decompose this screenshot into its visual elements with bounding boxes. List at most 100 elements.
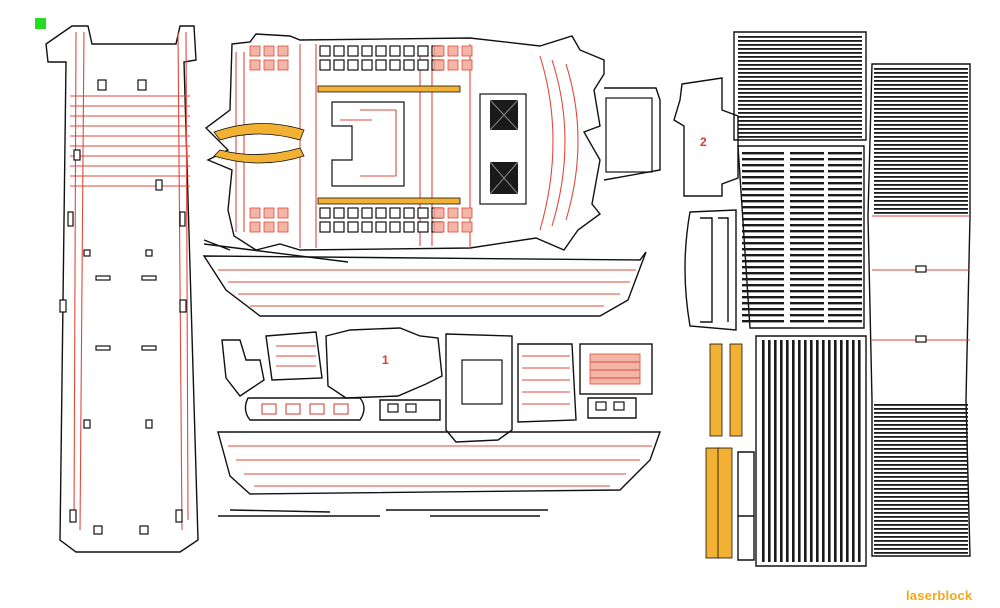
plank-slat (874, 468, 968, 470)
plank-slat (828, 296, 862, 299)
plank-slat (828, 224, 862, 227)
deck-window (389, 59, 401, 71)
plank-slat (828, 302, 862, 305)
plank-slat (822, 340, 825, 562)
deck-cell (263, 207, 275, 219)
plank-slat (828, 200, 862, 203)
deck-cell (461, 45, 473, 57)
plank-slat (738, 100, 862, 102)
deck-cell (277, 221, 289, 233)
plank-slat (874, 512, 968, 514)
plank-slat (790, 158, 824, 161)
plank-slat (874, 544, 968, 546)
plank-slat (738, 36, 862, 38)
plank-slat (742, 296, 784, 299)
deck-window (361, 59, 373, 71)
bulkhead-part-2: 2 (673, 77, 739, 331)
plank-slat (742, 152, 784, 155)
plank-slat (874, 160, 968, 162)
plank-slat (874, 196, 968, 198)
plank-slat (762, 340, 765, 562)
plank-slat (774, 340, 777, 562)
deck-window (403, 207, 415, 219)
plank-slat (828, 266, 862, 269)
plank-slat (790, 242, 824, 245)
plank-slat (790, 260, 824, 263)
plank-slat (874, 140, 968, 142)
deck-window (389, 207, 401, 219)
plank-slat (742, 314, 784, 317)
deck-cell (277, 45, 289, 57)
plank-slat (790, 272, 824, 275)
deck-cell (447, 59, 459, 71)
plank-slat (874, 100, 968, 102)
plank-slat (742, 272, 784, 275)
deck-cell (263, 45, 275, 57)
plank-slat (738, 72, 862, 74)
plank-slat (874, 184, 968, 186)
plank-slat (742, 320, 784, 323)
plank-slat (874, 76, 968, 78)
plank-slat (874, 496, 968, 498)
plank-slat (828, 182, 862, 185)
plank-slat (874, 148, 968, 150)
deck-cell (249, 45, 261, 57)
plank-slat (790, 248, 824, 251)
plank-slat (742, 248, 784, 251)
deck-window (403, 45, 415, 57)
plank-slat (874, 96, 968, 98)
plank-slat (874, 80, 968, 82)
plank-slat (742, 188, 784, 191)
deck-cell (461, 221, 473, 233)
plank-slat (828, 164, 862, 167)
plank-slat (828, 212, 862, 215)
plank-slat (742, 158, 784, 161)
plank-slat (874, 72, 968, 74)
plank-slat (828, 242, 862, 245)
plank-slat (742, 242, 784, 245)
plank-slat (742, 212, 784, 215)
plank-slat (874, 540, 968, 542)
plank-slat (742, 254, 784, 257)
plank-slat (738, 116, 862, 118)
plank-slat (874, 92, 968, 94)
plank-slat (790, 278, 824, 281)
plank-slat (874, 516, 968, 518)
plank-slat (828, 236, 862, 239)
plank-slat (874, 452, 968, 454)
planking-panel-bottom (755, 335, 867, 567)
bottom-plate-slots (59, 79, 187, 535)
plank-slat (828, 230, 862, 233)
registration-marker (35, 18, 46, 29)
deck-cell (263, 59, 275, 71)
plank-slat (742, 236, 784, 239)
plank-slat (828, 254, 862, 257)
deck-window (333, 221, 345, 233)
plank-slat (790, 314, 824, 317)
deck-cell (461, 207, 473, 219)
plank-slat (738, 56, 862, 58)
deck-window (389, 221, 401, 233)
deck-window (333, 59, 345, 71)
plank-slat (828, 314, 862, 317)
planking-panel-top (733, 31, 867, 141)
deck-window (417, 207, 429, 219)
plank-slat (874, 456, 968, 458)
deck-window (361, 45, 373, 57)
plank-slat (742, 230, 784, 233)
plank-slat (874, 552, 968, 554)
plank-slat (828, 188, 862, 191)
plank-slat (874, 472, 968, 474)
deck-window (333, 207, 345, 219)
plank-slat (790, 254, 824, 257)
plank-slat (742, 260, 784, 263)
plank-slat (874, 132, 968, 134)
plank-slat (790, 176, 824, 179)
plank-slat (874, 204, 968, 206)
deck-window (417, 221, 429, 233)
deck-cell (277, 207, 289, 219)
plank-slat (828, 152, 862, 155)
plank-slat (790, 212, 824, 215)
plank-slat (874, 476, 968, 478)
plank-slat (738, 120, 862, 122)
